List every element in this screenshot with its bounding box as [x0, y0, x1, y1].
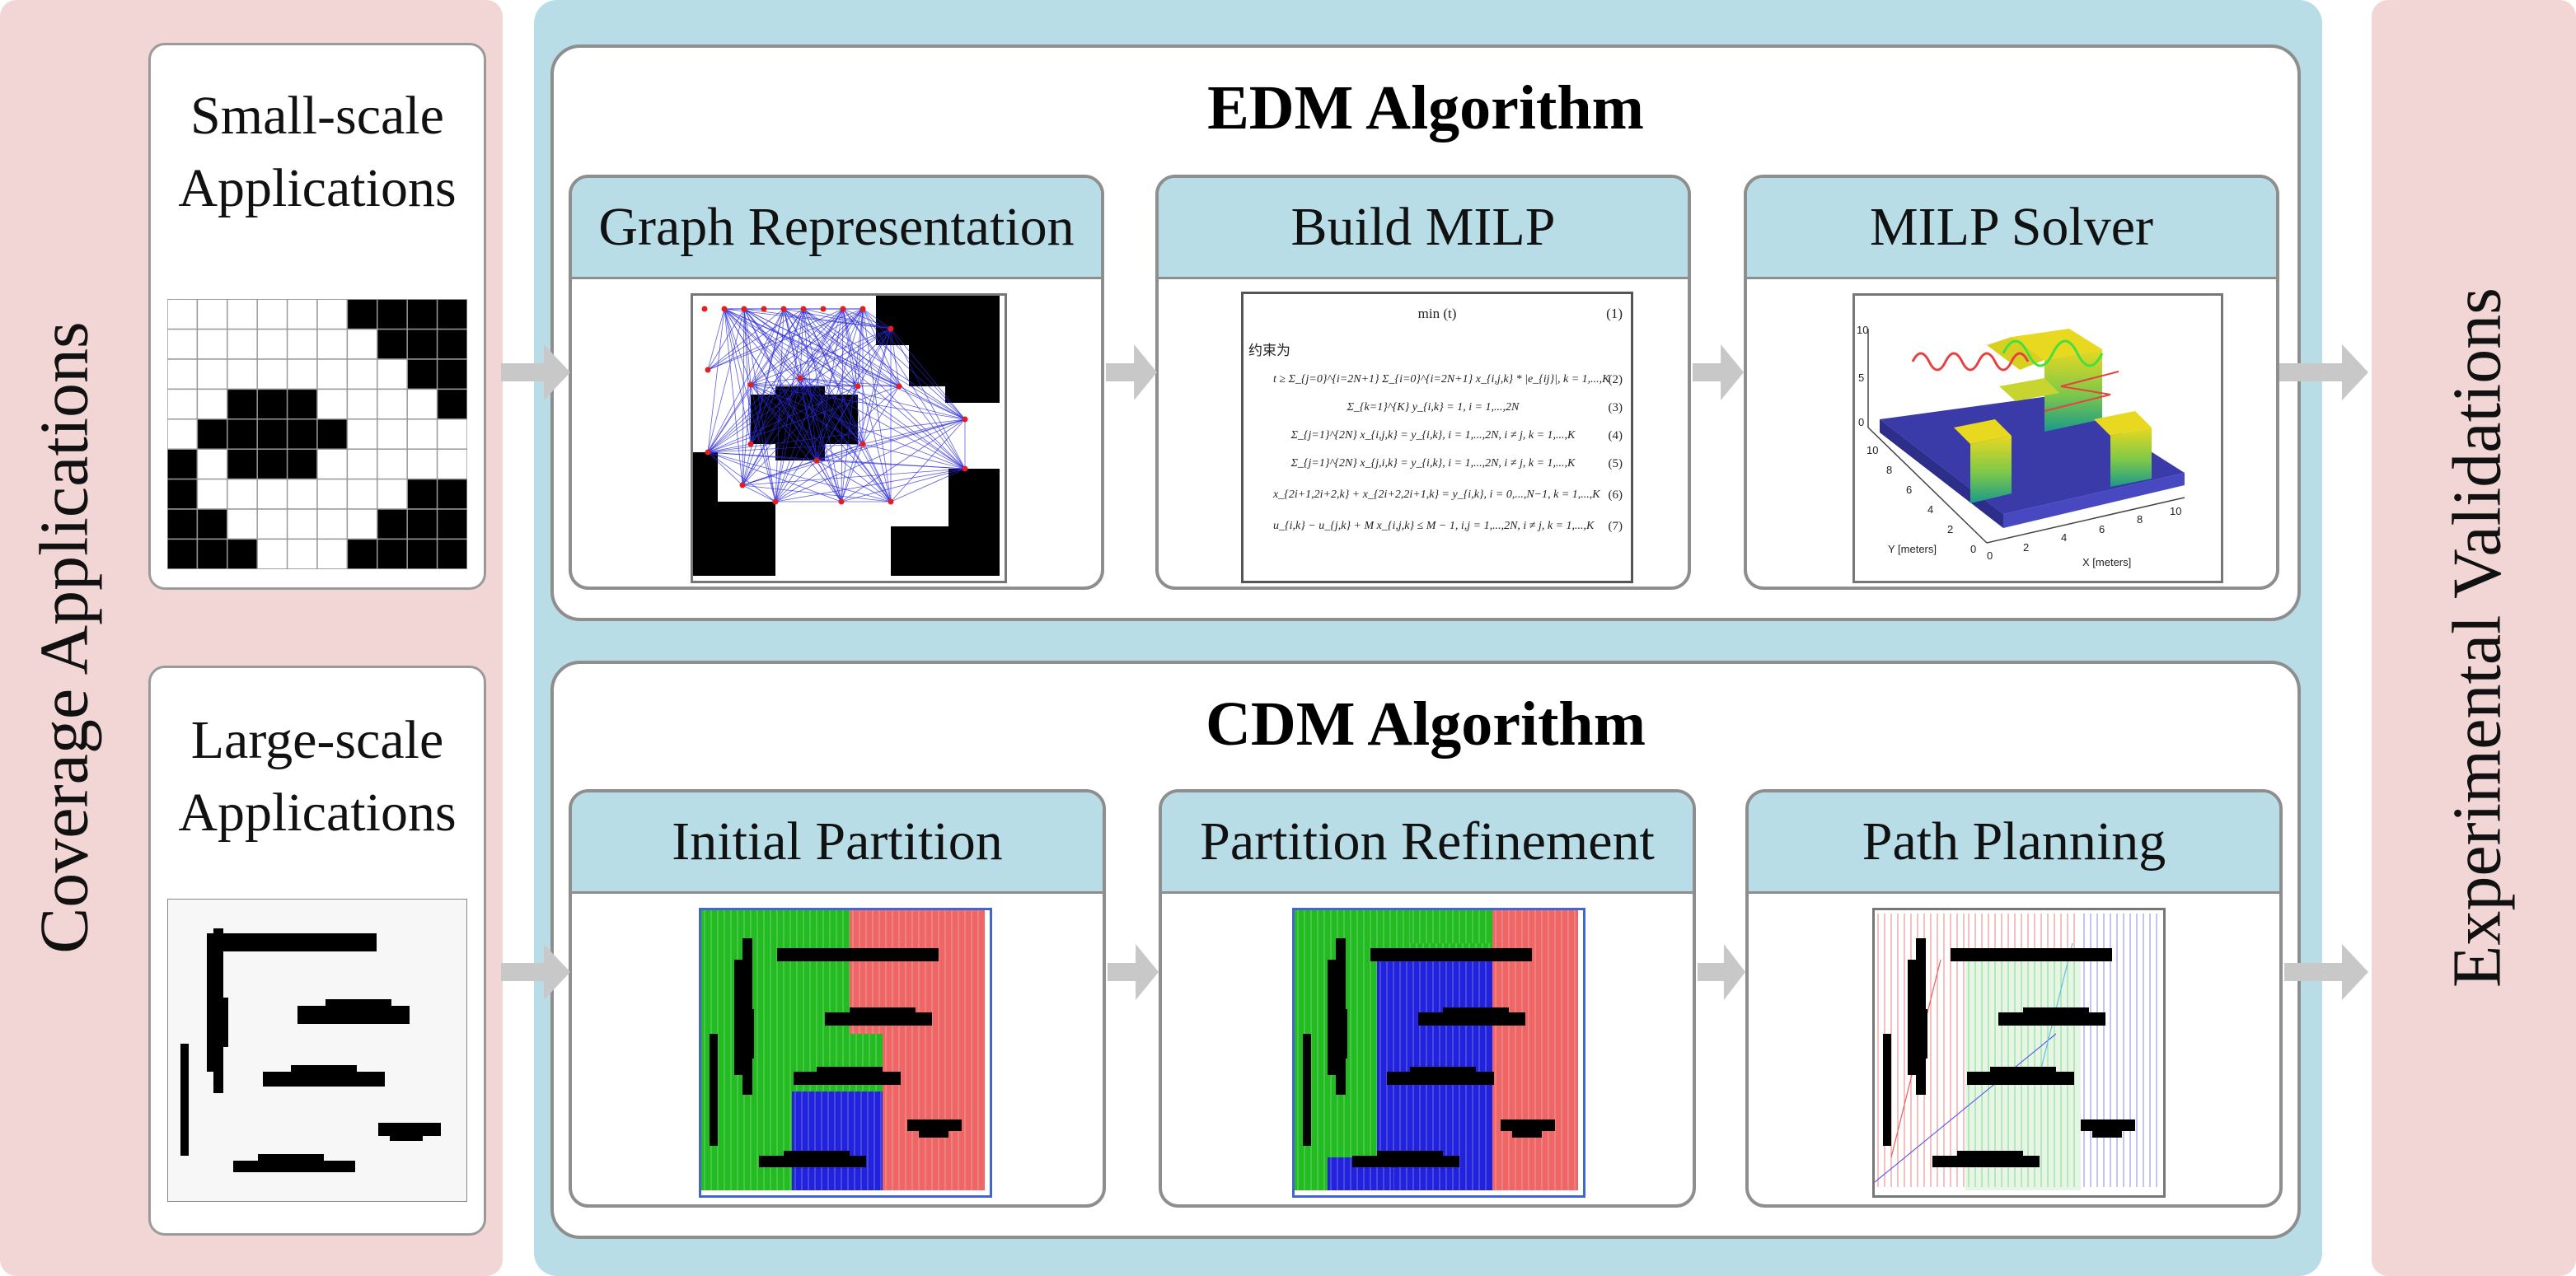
y-tick-2: 2	[1947, 523, 1953, 535]
graph-representation-step: Graph Representation	[569, 175, 1104, 590]
graph-representation-title: Graph Representation	[572, 178, 1101, 279]
x-tick-0: 0	[1987, 549, 1993, 562]
partition-refinement-figure	[1292, 908, 1585, 1198]
path-planning-figure	[1872, 908, 2166, 1198]
edm-algorithm-title: EDM Algorithm	[1207, 73, 1644, 143]
graph-node	[813, 457, 820, 464]
cdm-algorithm-title: CDM Algorithm	[1205, 689, 1646, 759]
build-milp-step: Build MILP min (t) (1) 约束为 t ≥ Σ_{j=0}^{…	[1155, 175, 1691, 590]
graph-node	[888, 498, 894, 505]
graph-node	[780, 306, 787, 312]
milp-equation-number: (3)	[1608, 401, 1623, 414]
partition-region	[1410, 910, 1492, 943]
graph-node	[747, 381, 754, 388]
experimental-validations-label: Experimental Validations	[2438, 287, 2516, 988]
milp-subject-to: 约束为	[1248, 343, 1290, 358]
milp-equation-number: (6)	[1608, 488, 1623, 502]
graph-node	[896, 383, 902, 390]
milp-equation: Σ_{j=1}^{2N} x_{j,i,k} = y_{i,k}, i = 1,…	[1290, 457, 1576, 470]
graph-node	[838, 498, 845, 505]
milp-equation-number: (5)	[1608, 457, 1623, 470]
transit-line	[1875, 1033, 2057, 1183]
milp-equation-number: (4)	[1608, 429, 1623, 442]
milp-equation: x_{2i+1,2i+2,k} + x_{2i+2,2i+1,k} = y_{i…	[1273, 488, 1600, 501]
obstacles	[1303, 938, 1555, 1167]
y-tick-10: 10	[1866, 444, 1878, 456]
graph-node	[747, 441, 754, 447]
x-tick-6: 6	[2099, 523, 2105, 535]
x-axis-label: X [meters]	[2082, 556, 2131, 568]
initial-partition-figure	[699, 908, 992, 1198]
experimental-validations-panel	[2372, 0, 2576, 1276]
x-tick-8: 8	[2137, 513, 2143, 526]
large-scale-application-card: Large-scale Applications	[148, 666, 486, 1236]
y-tick-0: 0	[1970, 543, 1976, 555]
graph-node	[855, 383, 861, 390]
y-tick-4: 4	[1927, 503, 1933, 516]
x-tick-2: 2	[2023, 541, 2029, 554]
graph-node	[772, 498, 779, 505]
milp-objective-number: (1)	[1606, 306, 1623, 321]
graph-node	[800, 306, 807, 312]
large-scale-application-title: Large-scale Applications	[178, 710, 457, 843]
y-axis-label: Y [meters]	[1888, 543, 1937, 555]
small-scale-application-title: Small-scale Applications	[178, 86, 457, 218]
milp-equation: u_{i,k} − u_{j,k} + M x_{i,j,k} ≤ M − 1,…	[1273, 520, 1595, 532]
partition-region	[792, 1091, 883, 1190]
milp-equation-number: (7)	[1608, 520, 1623, 533]
y-tick-6: 6	[1906, 484, 1912, 496]
milp-objective: min (t)	[1417, 306, 1457, 321]
graph-node	[888, 325, 894, 332]
milp-solver-title: MILP Solver	[1747, 178, 2276, 279]
partition-refinement-title: Partition Refinement	[1162, 792, 1693, 894]
graph-edges	[707, 308, 966, 502]
graph-node	[797, 375, 803, 381]
milp-solver-3d-plot: 10 5 0 10 8 6 4 2 0 0 2 4 6 8 10 Y [mete…	[1852, 293, 2223, 583]
graph-node	[739, 482, 746, 488]
graph-node	[859, 441, 866, 447]
graph-node	[859, 306, 866, 312]
z-tick-10: 10	[1857, 324, 1868, 336]
y-tick-8: 8	[1886, 464, 1892, 476]
milp-equation-number: (2)	[1608, 373, 1623, 386]
obstacles	[710, 938, 962, 1167]
milp-equation: t ≥ Σ_{j=0}^{i=2N+1} Σ_{i=0}^{i=2N+1} x_…	[1273, 373, 1610, 386]
graph-node	[962, 416, 968, 423]
graph-node	[741, 306, 747, 312]
x-tick-10: 10	[2170, 505, 2181, 517]
graph-node	[701, 306, 708, 312]
initial-partition-title: Initial Partition	[572, 792, 1103, 894]
path-planning-title: Path Planning	[1749, 792, 2279, 894]
partition-refinement-step: Partition Refinement	[1159, 789, 1696, 1208]
graph-node	[761, 306, 767, 312]
coverage-applications-label: Coverage Applications	[26, 321, 103, 954]
x-tick-4: 4	[2061, 531, 2067, 544]
z-tick-0: 0	[1858, 416, 1864, 428]
graph-node	[705, 449, 711, 456]
graph-representation-figure	[691, 293, 1007, 583]
large-scale-obstacle-map	[167, 899, 467, 1202]
small-scale-grid-map	[167, 299, 467, 569]
graph-node	[721, 306, 728, 312]
graph-node	[840, 306, 846, 312]
milp-equation: Σ_{k=1}^{K} y_{i,k} = 1, i = 1,...,2N	[1347, 401, 1520, 414]
small-scale-application-card: Small-scale Applications	[148, 43, 486, 590]
graph-node	[820, 306, 827, 312]
graph-obstacles	[693, 296, 1000, 576]
milp-equation: Σ_{j=1}^{2N} x_{i,j,k} = y_{i,k}, i = 1,…	[1290, 429, 1576, 442]
initial-partition-step: Initial Partition	[569, 789, 1106, 1208]
obstacles	[1883, 938, 2135, 1167]
graph-node	[962, 465, 968, 472]
path-planning-step: Path Planning	[1745, 789, 2283, 1208]
milp-formulation: min (t) (1) 约束为 t ≥ Σ_{j=0}^{i=2N+1} Σ_{…	[1241, 292, 1633, 583]
milp-solver-step: MILP Solver	[1744, 175, 2279, 590]
build-milp-title: Build MILP	[1159, 178, 1688, 279]
z-tick-5: 5	[1858, 372, 1864, 384]
graph-node	[705, 367, 711, 373]
